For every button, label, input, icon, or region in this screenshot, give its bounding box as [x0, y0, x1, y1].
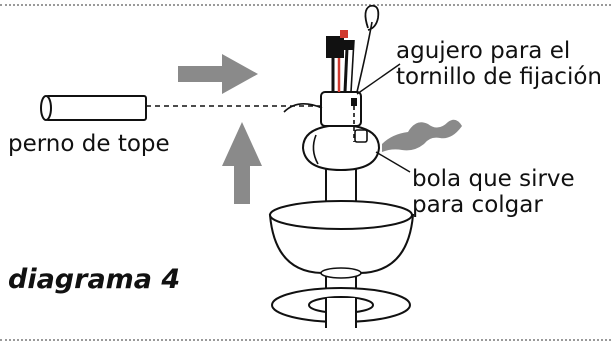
- safety-loop: [364, 4, 380, 31]
- twist-hand-icon: [382, 119, 462, 152]
- label-screw-hole: agujero para el tornillo de fijación: [396, 38, 602, 90]
- label-hanger-ball-line1: bola que sirve: [412, 166, 575, 192]
- canopy: [268, 200, 415, 279]
- label-screw-hole-line2: tornillo de fijación: [396, 64, 602, 90]
- canopy-ring: [271, 287, 411, 328]
- arrow-up-icon: [222, 122, 262, 204]
- stop-pin: [40, 95, 330, 121]
- dotted-border-bottom: [0, 339, 611, 341]
- hanger-ball: [301, 123, 381, 172]
- leader-lines: [356, 63, 411, 173]
- dotted-border-top: [0, 4, 611, 6]
- label-stop-pin: perno de tope: [8, 131, 170, 157]
- label-screw-hole-line1: agujero para el: [396, 38, 571, 64]
- arrow-right-icon: [178, 54, 258, 94]
- wire-connector: [326, 30, 354, 58]
- rod-collar: [320, 91, 362, 142]
- figure-title: diagrama 4: [8, 264, 181, 295]
- label-hanger-ball: bola que sirve para colgar: [412, 166, 575, 218]
- label-hanger-ball-line2: para colgar: [412, 192, 543, 218]
